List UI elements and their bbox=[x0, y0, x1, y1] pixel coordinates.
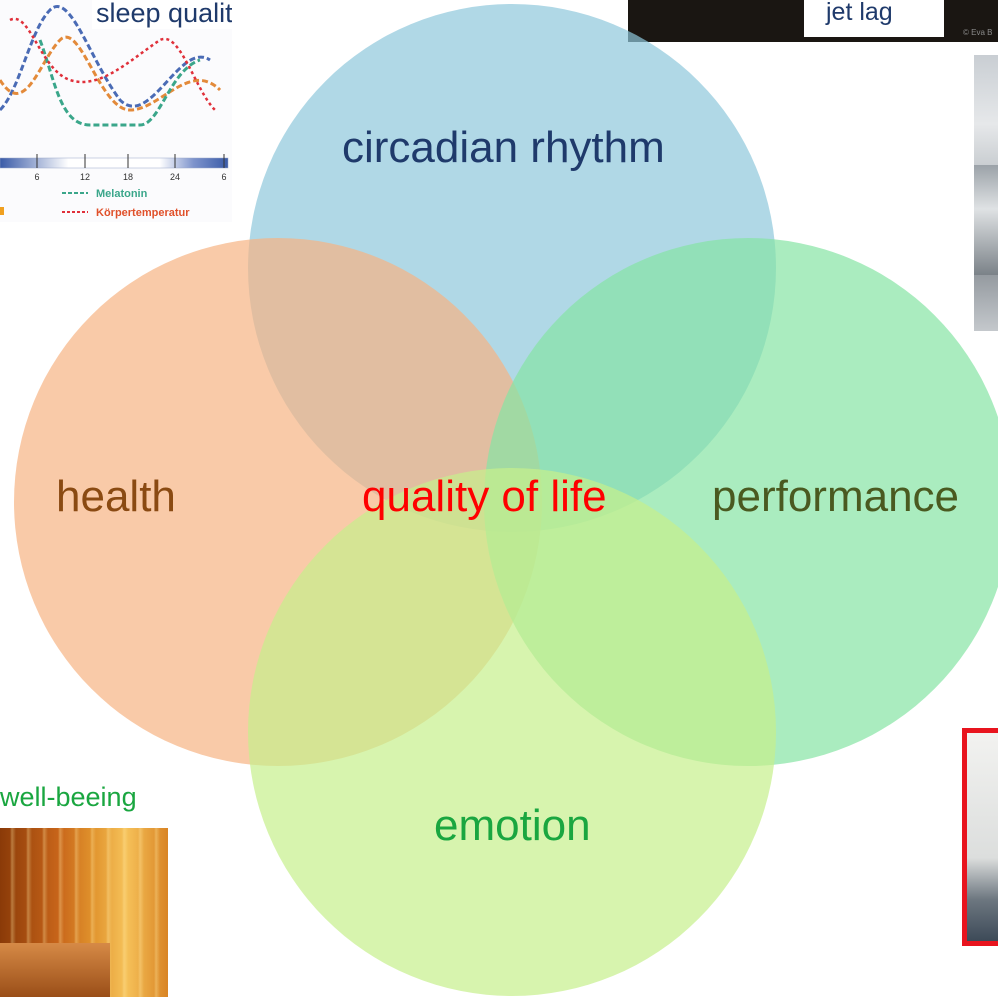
x-tick: 18 bbox=[123, 172, 133, 182]
sleep-curves: 6 12 18 24 6 Melatonin Körpertemperatur bbox=[0, 5, 229, 219]
sleep-quality-caption: sleep quality bbox=[92, 0, 232, 29]
curve-blue bbox=[0, 5, 211, 112]
quality-of-life-label: quality of life bbox=[362, 472, 607, 521]
curve-red bbox=[9, 17, 216, 111]
well-being-photo bbox=[0, 828, 168, 997]
legend-temperature: Körpertemperatur bbox=[96, 207, 190, 219]
health-label: health bbox=[56, 472, 176, 521]
emotion-circle bbox=[248, 468, 776, 996]
well-being-caption: well-beeing bbox=[0, 782, 137, 812]
performance-label: performance bbox=[712, 472, 960, 521]
curve-green bbox=[38, 39, 201, 127]
jet-lag-photo: jet lag © Eva B bbox=[628, 0, 998, 42]
curve-orange bbox=[0, 35, 222, 112]
x-tick: 24 bbox=[170, 172, 180, 182]
x-tick: 6 bbox=[221, 172, 226, 182]
office-photo bbox=[962, 728, 998, 946]
sleep-quality-chart-image: 6 12 18 24 6 Melatonin Körpertemperatur … bbox=[0, 0, 232, 222]
x-tick: 6 bbox=[34, 172, 39, 182]
photo-watermark: © Eva B bbox=[963, 28, 993, 37]
emotion-label: emotion bbox=[434, 801, 591, 850]
x-tick: 12 bbox=[80, 172, 90, 182]
jet-lag-caption-box: jet lag bbox=[804, 0, 944, 37]
time-axis-bar bbox=[0, 157, 229, 169]
circadian-rhythm-label: circadian rhythm bbox=[342, 123, 665, 172]
jet-lag-caption: jet lag bbox=[826, 0, 893, 26]
legend-melatonin: Melatonin bbox=[96, 188, 148, 200]
lab-room-photo bbox=[974, 55, 998, 331]
